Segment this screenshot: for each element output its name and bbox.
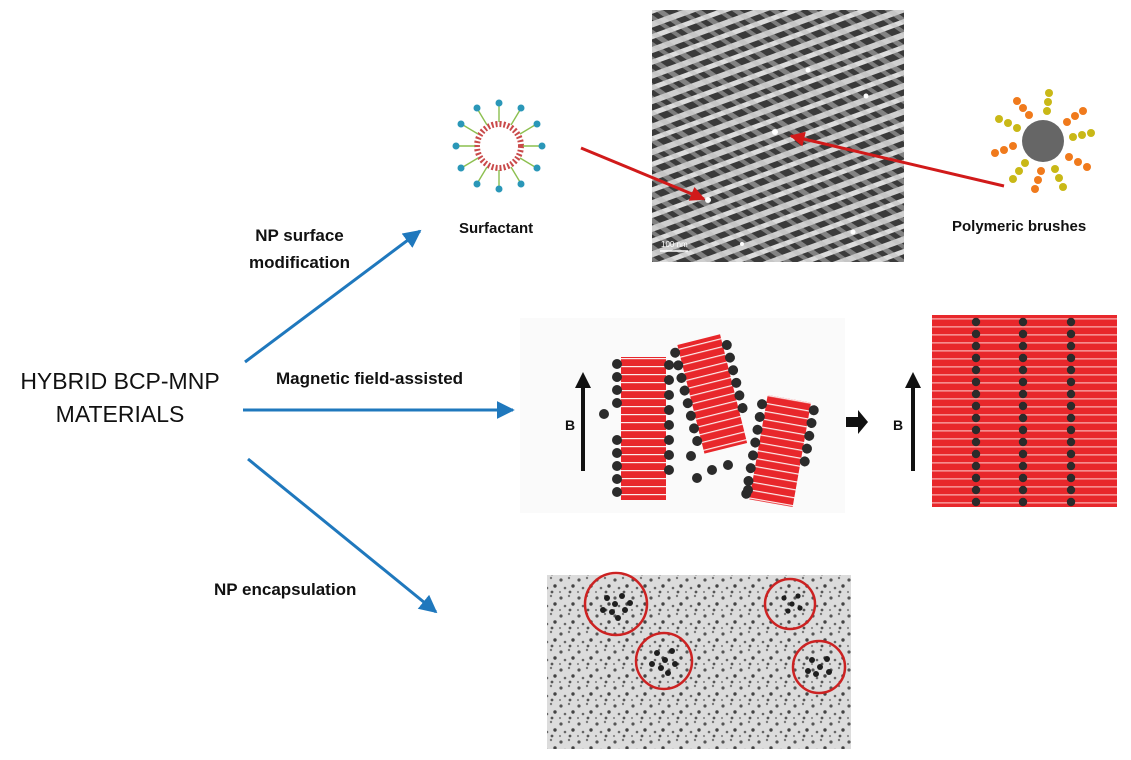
title-line-2: MATERIALS bbox=[55, 401, 185, 427]
magnetic-route-label: Magnetic field-assisted bbox=[276, 369, 464, 388]
surfactant-pointer-arrow bbox=[580, 146, 706, 201]
disordered-lamellae-schematic bbox=[520, 318, 845, 513]
scale-bar-label: 100 nm bbox=[661, 240, 688, 249]
brush-nanoparticle bbox=[991, 89, 1095, 193]
surface-modification-line-1: NP surface bbox=[255, 226, 344, 245]
lamellar-micrograph bbox=[652, 10, 904, 262]
surfactant-nanoparticle bbox=[452, 99, 546, 193]
title-line-1: HYBRID BCP-MNP bbox=[20, 368, 220, 394]
polymeric-brushes-label: Polymeric brushes bbox=[952, 218, 1087, 235]
transition-arrow bbox=[846, 410, 868, 434]
diagram-title: HYBRID BCP-MNP MATERIALS bbox=[4, 365, 236, 431]
encapsulation-route-label: NP encapsulation bbox=[214, 580, 357, 599]
field-label-left: B bbox=[565, 417, 575, 433]
surface-modification-label: NP surface modification bbox=[232, 222, 367, 276]
aligned-lamellae-schematic bbox=[905, 315, 1117, 507]
encapsulation-micrograph bbox=[547, 571, 851, 749]
field-label-right: B bbox=[893, 417, 903, 433]
brush-pointer-arrow bbox=[789, 131, 1005, 188]
route-arrow-surface bbox=[244, 229, 422, 364]
surface-modification-line-2: modification bbox=[248, 253, 351, 272]
route-arrow-encapsulation bbox=[247, 457, 438, 614]
surfactant-label: Surfactant bbox=[459, 220, 534, 237]
